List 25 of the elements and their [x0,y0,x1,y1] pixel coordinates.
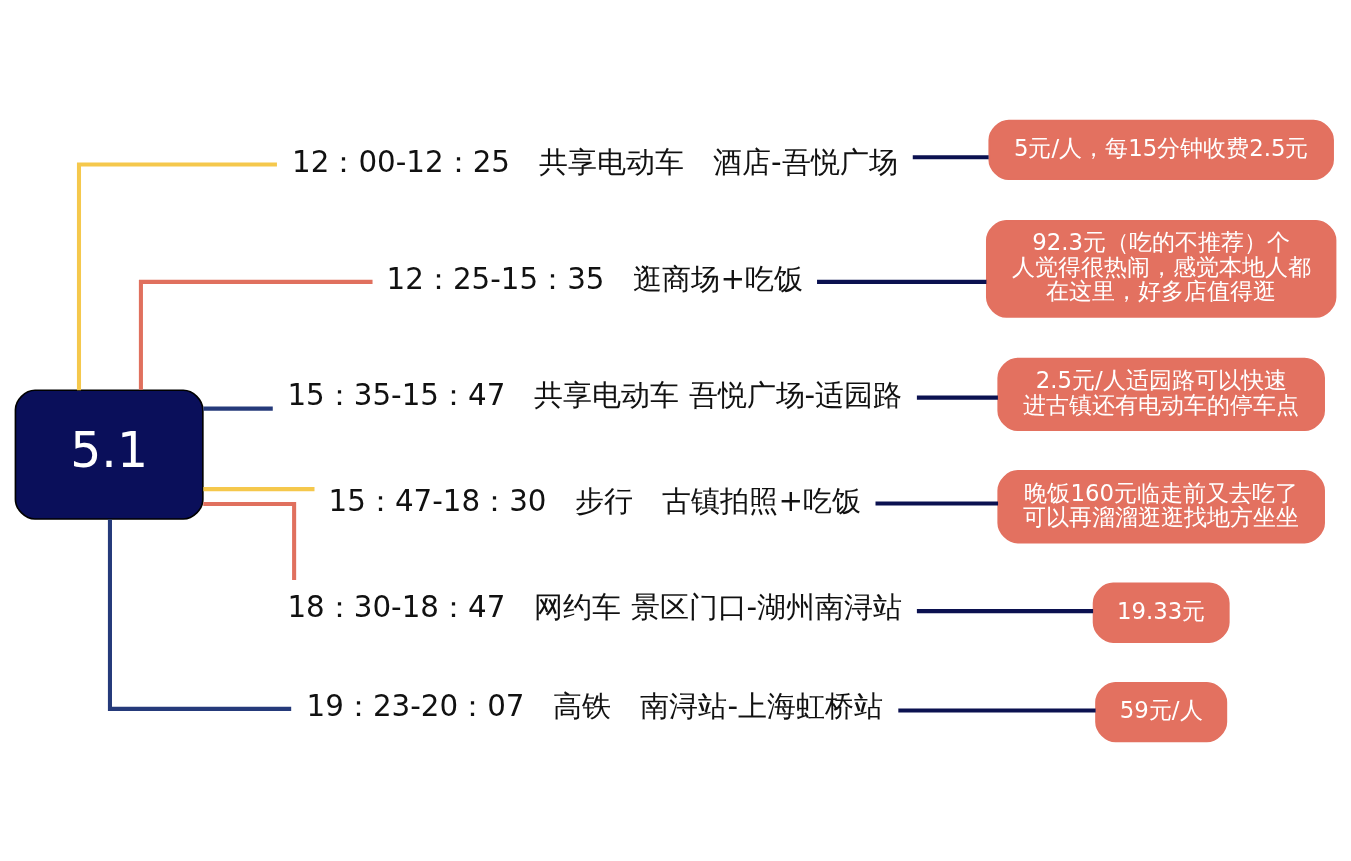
node-text: 18：30-18：47 网约车 景区门口-湖州南浔站 [287,589,903,624]
node-text: 15：35-15：47 共享电动车 吾悦广场-适园路 [287,377,903,412]
node-box: 晚饭160元临走前又去吃了可以再溜溜逛逛找地方坐坐 [997,469,1325,543]
connector [203,486,315,491]
connector [107,518,292,711]
connector [138,279,373,390]
node-box: 5.1 [14,388,204,520]
connector [76,162,277,390]
connector [916,395,998,400]
node-box: 5元/人，每15分钟收费2.5元 [988,119,1334,180]
connector [912,154,989,159]
node-text: 15：47-18：30 步行 古镇拍照+吃饭 [328,483,862,518]
node-box: 59元/人 [1095,681,1228,742]
node-text: 12：00-12：25 共享电动车 酒店-吾悦广场 [292,144,898,179]
node-text: 19：23-20：07 高铁 南浔站-上海虹桥站 [306,688,884,723]
connector [916,608,1094,613]
connector [875,501,999,506]
connector [203,501,297,580]
node-box: 2.5元/人适园路可以快速进古镇还有电动车的停车点 [997,357,1325,431]
connector [898,707,1096,713]
node-box: 92.3元（吃的不推荐）个人觉得很热闹，感觉本地人都在这里，好多店值得逛 [986,219,1337,318]
connector [203,406,273,411]
node-box: 19.33元 [1092,582,1230,643]
connector [817,279,987,284]
node-text: 12：25-15：35 逛商场+吃饭 [386,261,804,296]
